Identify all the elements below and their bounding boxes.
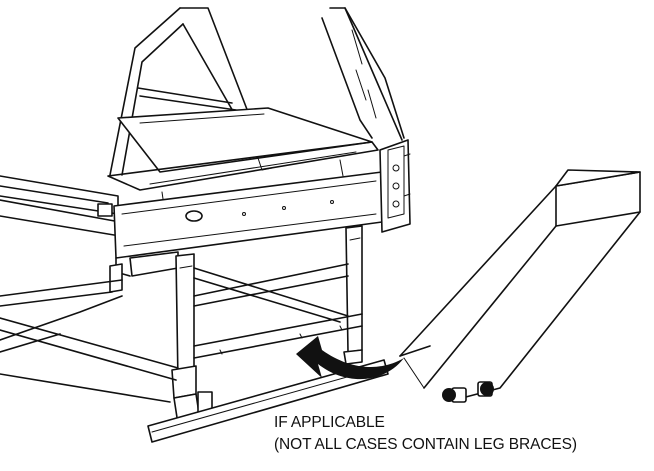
upper-frame xyxy=(109,7,405,176)
note-if-applicable: IF APPLICABLE xyxy=(274,414,385,431)
curved-arrow xyxy=(296,336,404,380)
pallet-base xyxy=(0,279,389,443)
legs xyxy=(109,225,363,425)
leg-brace-part xyxy=(399,169,641,403)
note-leg-braces: (NOT ALL CASES CONTAIN LEG BRACES) xyxy=(274,436,577,453)
tray-deck xyxy=(107,107,379,207)
side-rail xyxy=(0,175,121,237)
leg-braces xyxy=(193,263,363,359)
end-bracket xyxy=(379,139,411,233)
